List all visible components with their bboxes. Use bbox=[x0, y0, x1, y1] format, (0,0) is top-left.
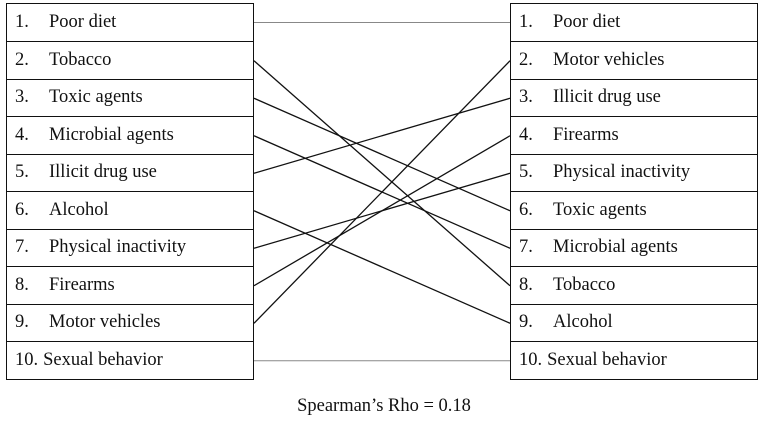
right-ranking-list: 1.Poor diet 2.Motor vehicles 3.Illicit d… bbox=[510, 3, 758, 380]
right-item-3: 3.Illicit drug use bbox=[510, 79, 758, 117]
link-5-to-3 bbox=[253, 97, 511, 174]
left-item-9: 9.Motor vehicles bbox=[6, 304, 254, 342]
left-item-5: 5.Illicit drug use bbox=[6, 154, 254, 192]
right-item-8: 8.Tobacco bbox=[510, 267, 758, 305]
left-item-6: 6.Alcohol bbox=[6, 192, 254, 230]
right-item-1: 1.Poor diet bbox=[510, 3, 758, 42]
link-6-to-9 bbox=[253, 210, 511, 324]
right-item-4: 4.Firearms bbox=[510, 117, 758, 155]
left-item-1: 1.Poor diet bbox=[6, 3, 254, 42]
left-ranking-list: 1.Poor diet 2.Tobacco 3.Toxic agents 4.M… bbox=[6, 3, 254, 380]
right-item-9: 9.Alcohol bbox=[510, 304, 758, 342]
spearman-rho-caption: Spearman’s Rho = 0.18 bbox=[297, 396, 471, 416]
link-9-to-2 bbox=[253, 60, 511, 324]
left-item-4: 4.Microbial agents bbox=[6, 117, 254, 155]
link-2-to-8 bbox=[253, 60, 511, 287]
left-item-2: 2.Tobacco bbox=[6, 42, 254, 80]
right-item-10: 10.Sexual behavior bbox=[510, 342, 758, 380]
left-item-7: 7.Physical inactivity bbox=[6, 229, 254, 267]
right-item-2: 2.Motor vehicles bbox=[510, 42, 758, 80]
right-item-7: 7.Microbial agents bbox=[510, 229, 758, 267]
right-item-6: 6.Toxic agents bbox=[510, 192, 758, 230]
left-item-8: 8.Firearms bbox=[6, 267, 254, 305]
right-item-5: 5.Physical inactivity bbox=[510, 154, 758, 192]
left-item-10: 10.Sexual behavior bbox=[6, 342, 254, 380]
left-item-3: 3.Toxic agents bbox=[6, 79, 254, 117]
link-3-to-6 bbox=[253, 97, 511, 212]
link-8-to-4 bbox=[253, 135, 511, 287]
